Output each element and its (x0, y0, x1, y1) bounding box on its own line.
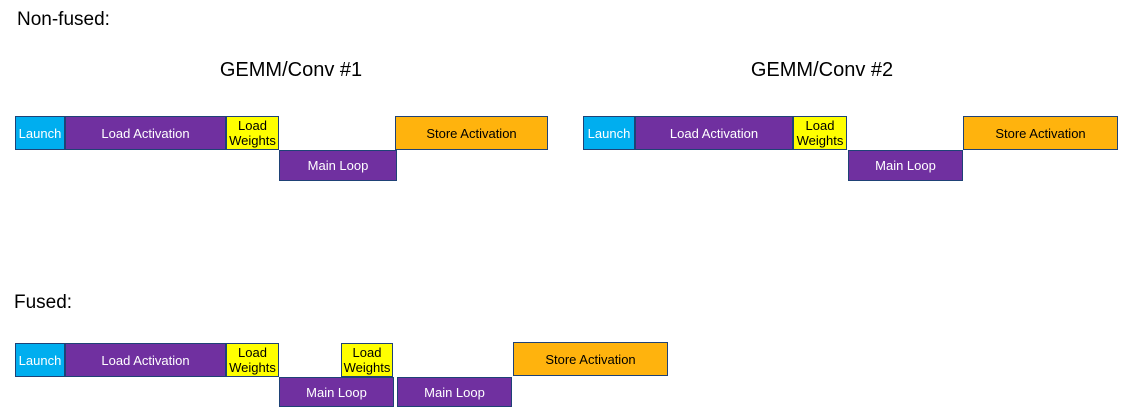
block-label: Load Weights (796, 118, 844, 148)
block-label: Store Activation (426, 125, 517, 141)
block-label: Main Loop (875, 158, 936, 173)
block-label: Load Weights (229, 118, 276, 148)
block-store-activation: Store Activation (395, 116, 548, 150)
block-main-loop: Main Loop (397, 377, 512, 407)
block-load-weights: Load Weights (793, 116, 847, 150)
block-label: Main Loop (424, 384, 485, 400)
group-title-gemm-conv-2: GEMM/Conv #2 (750, 59, 894, 81)
block-label: Load Activation (101, 352, 190, 368)
block-launch: Launch (583, 116, 635, 150)
group-title-gemm-conv-1: GEMM/Conv #1 (219, 59, 363, 81)
block-label: Load Weights (229, 345, 276, 375)
block-store-activation: Store Activation (963, 116, 1118, 150)
block-load-weights: Load Weights (341, 343, 393, 377)
block-label: Launch (587, 125, 631, 141)
block-label: Launch (18, 125, 62, 141)
block-load-activation: Load Activation (65, 116, 226, 150)
block-label: Store Activation (995, 125, 1086, 141)
section-label-non-fused: Non-fused: (17, 9, 110, 30)
block-load-activation: Load Activation (635, 116, 793, 150)
block-launch: Launch (15, 116, 65, 150)
block-label: Store Activation (545, 351, 636, 367)
block-label: Load Activation (101, 125, 190, 141)
block-main-loop: Main Loop (279, 150, 397, 181)
block-load-activation: Load Activation (65, 343, 226, 377)
block-load-weights: Load Weights (226, 343, 279, 377)
block-main-loop: Main Loop (848, 150, 963, 181)
block-label: Launch (18, 352, 62, 368)
block-label: Load Weights (343, 345, 391, 375)
block-store-activation: Store Activation (513, 342, 668, 376)
block-label: Main Loop (307, 158, 369, 173)
block-launch: Launch (15, 343, 65, 377)
block-load-weights: Load Weights (226, 116, 279, 150)
block-label: Main Loop (306, 384, 367, 400)
block-label: Load Activation (669, 125, 759, 141)
section-label-fused: Fused: (14, 292, 73, 313)
block-main-loop: Main Loop (279, 377, 394, 407)
